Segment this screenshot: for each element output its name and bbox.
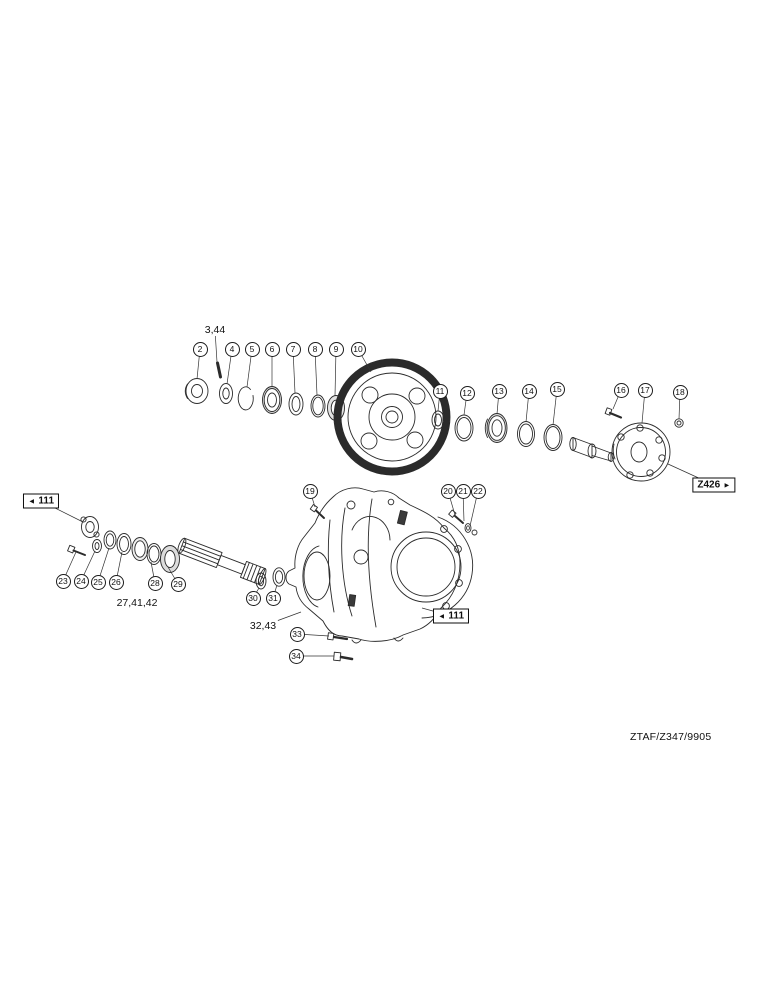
callout-12: 12 — [459, 385, 475, 401]
callout-31: 31 — [265, 590, 281, 606]
callout-15: 15 — [549, 381, 565, 397]
callout-2: 2 — [192, 341, 208, 357]
leader-line — [314, 348, 318, 396]
callout-14: 14 — [521, 383, 537, 399]
callout-17: 17 — [637, 382, 653, 398]
ref-box-111: ◄111 — [22, 493, 60, 509]
callout-19: 19 — [302, 483, 318, 499]
callout-4: 4 — [224, 341, 240, 357]
callout-25: 25 — [90, 574, 106, 590]
callout-6: 6 — [264, 341, 280, 357]
part-25-retainer — [80, 516, 100, 538]
callout-11: 11 — [432, 383, 448, 399]
ref-box-z426: Z426► — [692, 477, 736, 493]
callout-10: 10 — [350, 341, 366, 357]
part-25-ring — [103, 530, 117, 550]
part-group-label-3-44: 3,44 — [202, 324, 228, 336]
part-29-bearing — [160, 545, 180, 573]
left-arrow-icon: ◄ — [27, 496, 36, 506]
callout-26: 26 — [108, 574, 124, 590]
callout-8: 8 — [307, 341, 323, 357]
callout-9: 9 — [328, 341, 344, 357]
part-6-bearing — [262, 386, 282, 414]
part-23-bolt — [67, 544, 86, 556]
callout-7: 7 — [285, 341, 301, 357]
callout-18: 18 — [672, 384, 688, 400]
part-group-label-32-43: 32,43 — [247, 620, 279, 632]
part-27-seal — [131, 537, 149, 561]
part-24-washer — [92, 539, 102, 553]
ref-box-label: 111 — [38, 495, 55, 507]
part-10-gear — [333, 358, 451, 476]
output-stub-shaft — [569, 437, 615, 462]
callout-24: 24 — [73, 573, 89, 589]
part-31-ring — [272, 567, 286, 587]
callout-23: 23 — [55, 573, 71, 589]
part-16-bolt — [604, 407, 623, 419]
callout-13: 13 — [491, 383, 507, 399]
callout-34: 34 — [288, 648, 304, 664]
part-17-hub — [611, 422, 671, 482]
left-arrow-icon: ◄ — [437, 611, 446, 621]
part-group-label-27-41-42: 27,41,42 — [114, 597, 160, 609]
callout-20: 20 — [440, 483, 456, 499]
part-26-ring — [116, 533, 132, 555]
callout-30: 30 — [245, 590, 261, 606]
callout-28: 28 — [147, 575, 163, 591]
callout-16: 16 — [613, 382, 629, 398]
part-3-pin — [216, 361, 222, 379]
callout-33: 33 — [289, 626, 305, 642]
ref-box-label: Z426 — [697, 479, 721, 491]
part-19-bolt — [309, 504, 325, 519]
part-4-washer — [219, 383, 233, 404]
part-7-ring — [288, 392, 304, 416]
drawing-number: ZTAF/Z347/9905 — [630, 731, 712, 743]
callout-22: 22 — [470, 483, 486, 499]
callout-21: 21 — [455, 483, 471, 499]
part-5-snap-ring — [237, 386, 254, 411]
part-30-ring — [255, 572, 267, 590]
right-arrow-icon: ► — [723, 480, 731, 490]
leader-line — [334, 348, 337, 397]
part-8-ring — [310, 394, 326, 418]
callout-5: 5 — [244, 341, 260, 357]
ref-box-111: ◄111 — [432, 608, 470, 624]
ref-box-label: 111 — [448, 610, 465, 622]
callout-29: 29 — [170, 576, 186, 592]
